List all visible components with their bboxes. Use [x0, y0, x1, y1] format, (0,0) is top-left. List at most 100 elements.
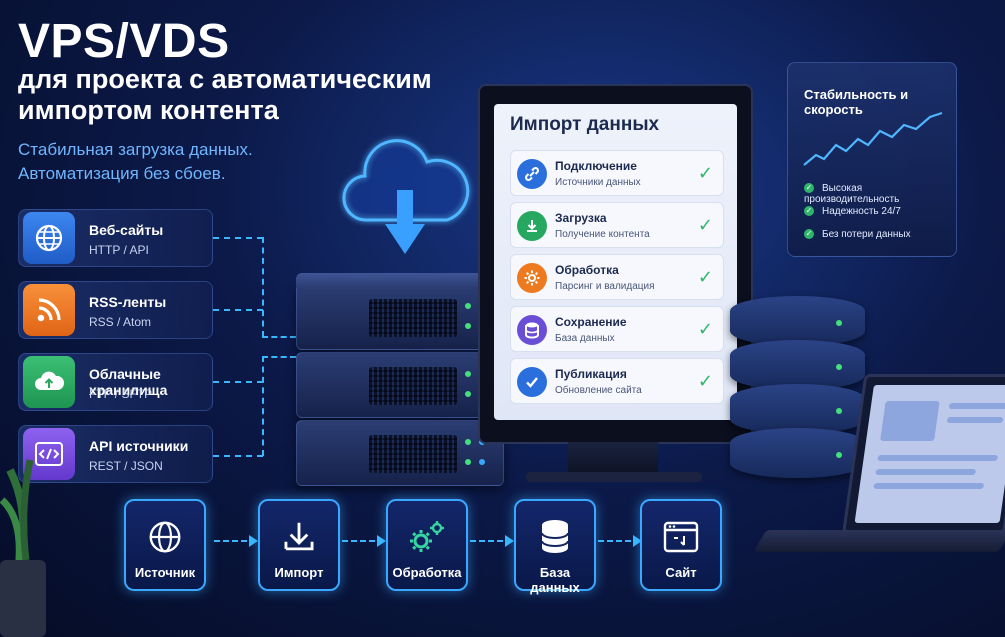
text-line	[946, 417, 1004, 423]
check-icon: ✓	[697, 371, 713, 391]
database-icon	[517, 315, 547, 345]
text-line	[877, 455, 999, 461]
check-icon: ✓	[697, 319, 713, 339]
source-desc: RSS / Atom	[89, 315, 152, 329]
pipeline-step-database: База данных	[514, 499, 596, 595]
tagline: Стабильная загрузка данных. Автоматизаци…	[18, 138, 318, 186]
step-item-publish: Публикация Обновление сайта ✓	[510, 358, 724, 404]
cloud-download-icon	[335, 132, 475, 262]
stat-item: ✓Высокая производительность	[804, 183, 956, 205]
download-icon	[260, 515, 338, 559]
database-disk	[730, 296, 865, 346]
step-desc: Источники данных	[555, 177, 641, 188]
arrow-right-icon	[470, 535, 514, 547]
pipeline-label: База данных	[530, 565, 580, 595]
status-led	[836, 452, 842, 458]
database-icon	[516, 515, 594, 559]
connector-line	[262, 336, 296, 338]
check-icon: ✓	[804, 229, 814, 240]
code-icon	[23, 428, 75, 480]
status-led	[465, 371, 471, 377]
pipeline-label: Источник	[134, 565, 196, 580]
server-top	[296, 273, 504, 287]
check-icon	[517, 367, 547, 397]
pipeline-step-source: Источник	[124, 499, 206, 591]
arrow-right-icon	[598, 535, 642, 547]
stat-label: Без потери данных	[822, 229, 911, 240]
status-led	[836, 364, 842, 370]
check-icon: ✓	[697, 215, 713, 235]
source-card-rss: RSS-ленты RSS / Atom	[18, 281, 213, 339]
check-icon: ✓	[804, 183, 814, 194]
browser-icon	[642, 515, 720, 559]
connector-line	[213, 237, 263, 239]
server-unit	[296, 273, 504, 350]
server-unit	[296, 420, 504, 486]
tagline-line-1: Стабильная загрузка данных.	[18, 140, 253, 159]
text-line	[948, 403, 1005, 409]
stat-label: Надежность 24/7	[822, 206, 901, 217]
connector-line	[213, 309, 263, 311]
link-icon	[517, 159, 547, 189]
step-item-saving: Сохранение База данных ✓	[510, 306, 724, 352]
globe-icon	[126, 515, 204, 559]
plant-decoration	[0, 450, 60, 637]
source-name: API источники	[89, 438, 189, 454]
step-desc: Обновление сайта	[555, 385, 642, 396]
step-desc: Получение контента	[555, 229, 650, 240]
download-icon	[517, 211, 547, 241]
import-screen: Импорт данных Подключение Источники данн…	[494, 104, 737, 420]
connector-line	[262, 356, 296, 358]
monitor: Импорт данных Подключение Источники данн…	[478, 84, 753, 444]
text-line	[873, 483, 985, 489]
connector-line	[213, 381, 263, 383]
step-name: Обработка	[555, 263, 619, 277]
server-vent	[369, 367, 457, 405]
text-line	[875, 469, 977, 475]
status-led	[465, 323, 471, 329]
trend-line-icon	[803, 111, 943, 166]
server-unit	[296, 352, 504, 418]
check-icon: ✓	[697, 163, 713, 183]
server-vent	[369, 435, 457, 473]
check-icon: ✓	[804, 206, 814, 217]
step-desc: База данных	[555, 333, 615, 344]
source-name: Облачные хранилища	[89, 366, 168, 398]
step-item-connect: Подключение Источники данных ✓	[510, 150, 724, 196]
pipeline-step-processing: Обработка	[386, 499, 468, 591]
monitor-stand-base	[526, 472, 702, 482]
step-name: Подключение	[555, 159, 637, 173]
stat-label: Высокая производительность	[804, 183, 900, 205]
stat-item: ✓ Надежность 24/7	[804, 206, 901, 217]
import-screen-title: Импорт данных	[510, 114, 660, 135]
source-card-websites: Веб-сайты HTTP / API	[18, 209, 213, 267]
status-led	[465, 303, 471, 309]
laptop-screen	[842, 374, 1005, 534]
status-led	[465, 391, 471, 397]
status-led	[479, 459, 485, 465]
source-name: RSS-ленты	[89, 294, 167, 310]
database-disk	[730, 384, 865, 434]
pipeline-label: Обработка	[392, 565, 462, 580]
pipeline-label: Импорт	[274, 565, 324, 580]
step-item-processing: Обработка Парсинг и валидация ✓	[510, 254, 724, 300]
database-disk	[730, 428, 865, 478]
step-name: Публикация	[555, 367, 627, 381]
laptop-display	[854, 385, 1005, 523]
status-led	[465, 439, 471, 445]
image-icon	[880, 401, 940, 441]
step-item-download: Загрузка Получение контента ✓	[510, 202, 724, 248]
tagline-line-2: Автоматизация без сбоев.	[18, 164, 226, 183]
laptop-keyboard	[753, 530, 1005, 552]
status-led	[836, 320, 842, 326]
stats-title: Стабильность и скорость	[804, 87, 909, 117]
step-desc: Парсинг и валидация	[555, 281, 655, 292]
stats-panel: Стабильность и скорость ✓Высокая произво…	[787, 62, 957, 257]
source-desc: HTTP / API	[89, 243, 149, 257]
database-disk	[730, 340, 865, 390]
status-led	[465, 459, 471, 465]
connector-line	[262, 237, 264, 337]
arrow-right-icon	[214, 535, 258, 547]
gears-icon	[388, 515, 466, 559]
connector-line	[213, 455, 263, 457]
